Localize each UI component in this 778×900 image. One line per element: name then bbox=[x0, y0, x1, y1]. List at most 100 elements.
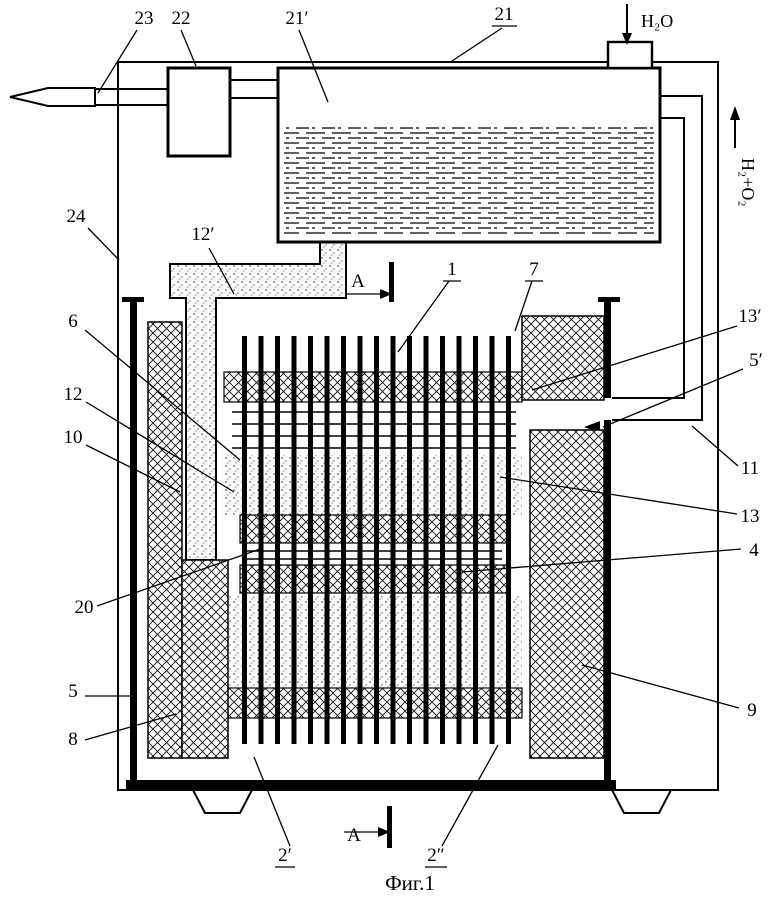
stipple-band-upper bbox=[224, 455, 522, 515]
water-tank bbox=[276, 66, 662, 244]
electrode-plate-stack bbox=[242, 336, 511, 744]
electrode-plate bbox=[308, 336, 313, 744]
crosshatch-band-top bbox=[223, 371, 523, 403]
box-22 bbox=[166, 66, 232, 158]
electrode-plate bbox=[324, 336, 330, 744]
leader-13 bbox=[499, 476, 738, 515]
vessel-right-wall-lower bbox=[604, 420, 611, 782]
leader-20 bbox=[96, 547, 264, 607]
leader-4 bbox=[461, 548, 742, 573]
leader-lines bbox=[84, 27, 744, 847]
leader-13p bbox=[531, 325, 738, 391]
gas-outlet-label: H₂+O₂ bbox=[738, 158, 758, 207]
gas-arrow-icon bbox=[730, 106, 740, 120]
left-end-block bbox=[147, 321, 229, 759]
electrode-plate bbox=[407, 336, 412, 744]
part-label-20: 20 bbox=[75, 597, 94, 618]
part-label-13p: 13′ bbox=[738, 306, 761, 327]
tank-body bbox=[276, 66, 662, 244]
part-label-1: 1 bbox=[447, 259, 457, 280]
leader-8 bbox=[84, 713, 177, 741]
section-line-top bbox=[389, 262, 394, 302]
gas-outlet: H₂+O₂ bbox=[730, 106, 758, 207]
leader-7 bbox=[514, 280, 533, 332]
part-labels: 23 22 21′ 21 24 12′ 1 7 13′ 5′ 11 13 4 9… bbox=[64, 4, 763, 868]
stipple-band-lower bbox=[224, 595, 522, 687]
electrode-plate bbox=[258, 336, 264, 744]
vessel-left-wall-cap bbox=[122, 297, 144, 302]
section-markers: A A bbox=[344, 262, 394, 848]
part-label-21: 21 bbox=[495, 4, 514, 25]
vessel-right-wall-cap bbox=[598, 297, 620, 302]
tank-liquid bbox=[284, 126, 654, 236]
leader-24 bbox=[87, 227, 120, 261]
part-label-22: 22 bbox=[172, 8, 191, 29]
leader-2p bbox=[253, 756, 291, 847]
leader-21p bbox=[298, 29, 329, 103]
right-end-block bbox=[521, 315, 605, 759]
vessel-bottom bbox=[126, 780, 616, 790]
leader-5p bbox=[602, 368, 744, 428]
part-label-2pp: 2″ bbox=[427, 845, 444, 866]
vessel-left-wall bbox=[130, 300, 137, 782]
leader-11 bbox=[691, 425, 739, 467]
right-foot bbox=[610, 789, 673, 814]
part-label-12: 12 bbox=[64, 384, 83, 405]
pipe-outer bbox=[612, 95, 703, 421]
leader-21 bbox=[451, 27, 503, 62]
water-arrow-icon bbox=[622, 33, 632, 45]
nozzle-shape bbox=[9, 87, 96, 107]
electrode-plate bbox=[390, 336, 396, 744]
leader-23 bbox=[97, 29, 138, 94]
flame-arrestor-box bbox=[166, 66, 278, 158]
leader-12 bbox=[85, 401, 235, 493]
left-foot bbox=[191, 789, 254, 814]
electrode-plate bbox=[242, 336, 247, 744]
electrode-plate bbox=[341, 336, 346, 744]
electrode-plate bbox=[456, 336, 462, 744]
part-label-23: 23 bbox=[135, 8, 154, 29]
electrode-plate bbox=[506, 336, 511, 744]
part-label-13: 13 bbox=[741, 506, 760, 527]
vessel-right-wall-upper bbox=[604, 300, 611, 398]
part-label-4: 4 bbox=[749, 540, 759, 561]
part-label-7: 7 bbox=[529, 259, 539, 280]
leader-10 bbox=[85, 444, 181, 493]
part-label-5p: 5′ bbox=[749, 350, 763, 371]
figure-caption: Фиг.1 bbox=[385, 871, 435, 895]
part-label-24: 24 bbox=[67, 206, 87, 227]
electrode-plate bbox=[275, 336, 280, 744]
section-label-bottom: A bbox=[347, 825, 361, 846]
pipe-inner bbox=[612, 117, 685, 399]
part-label-21p: 21′ bbox=[285, 8, 308, 29]
leader-12p bbox=[208, 247, 235, 295]
leader-1 bbox=[397, 280, 450, 353]
part-label-9: 9 bbox=[747, 700, 757, 721]
electrode-plate bbox=[357, 336, 363, 744]
section-arrow-top-icon bbox=[380, 289, 392, 299]
part-label-6: 6 bbox=[68, 311, 78, 332]
leader-2pp bbox=[441, 744, 499, 847]
inlet-port bbox=[606, 40, 654, 70]
burner-nozzle bbox=[9, 87, 168, 107]
electrode-plate bbox=[473, 336, 478, 744]
crosshatch-band-bottom bbox=[223, 687, 523, 719]
water-inlet: H₂O bbox=[606, 4, 673, 70]
electrode-plate bbox=[374, 336, 379, 744]
left-block-column bbox=[147, 321, 183, 759]
water-inlet-label: H₂O bbox=[641, 11, 673, 31]
section-label-top: A bbox=[351, 271, 365, 292]
cell-vessel bbox=[122, 297, 620, 790]
electrode-plate bbox=[440, 336, 445, 744]
leader-6 bbox=[84, 329, 241, 461]
stack-bands bbox=[223, 371, 523, 719]
section-line-bottom bbox=[387, 806, 392, 848]
right-block-lower bbox=[529, 429, 605, 759]
right-block-upper bbox=[521, 315, 605, 401]
leader-22 bbox=[180, 29, 197, 67]
leader-9 bbox=[581, 664, 740, 709]
part-label-8: 8 bbox=[68, 729, 78, 750]
section-arrow-bottom-icon bbox=[378, 827, 390, 837]
electrode-plate bbox=[423, 336, 429, 744]
